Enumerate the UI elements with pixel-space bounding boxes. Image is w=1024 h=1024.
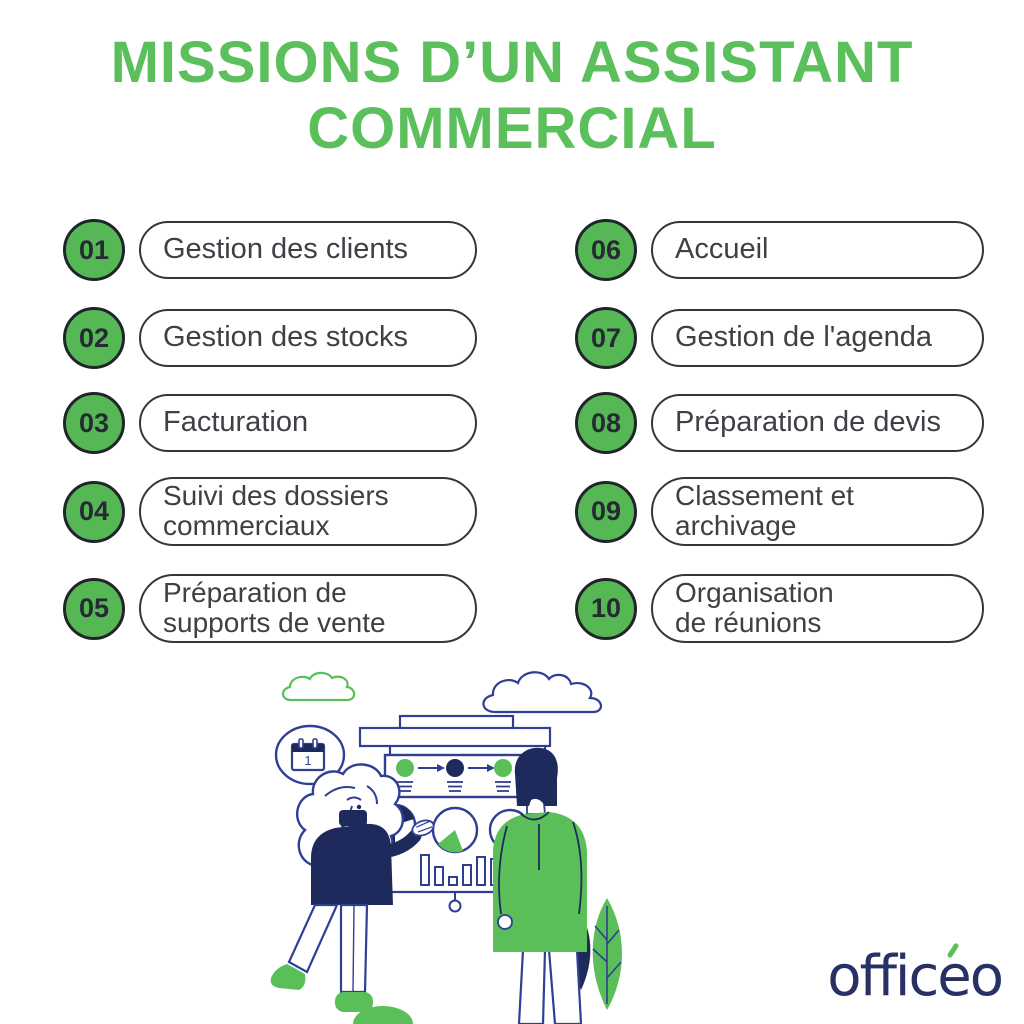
mission-pill: Facturation (139, 394, 477, 452)
mission-label-line2: supports de vente (163, 606, 386, 638)
illustration-teamwork: 1 (270, 671, 622, 1024)
mission-item-06: 06 Accueil (575, 219, 984, 281)
mission-number-badge: 01 (63, 219, 125, 281)
mission-item-05: 05 Préparation de supports de vente (63, 574, 477, 643)
mission-label: Organisation (675, 576, 834, 608)
mission-number-badge: 08 (575, 392, 637, 454)
mission-number-badge: 05 (63, 577, 125, 640)
mission-number-badge: 06 (575, 219, 637, 281)
mission-pill: Organisation de réunions (651, 574, 984, 643)
mission-number-badge: 09 (575, 480, 637, 543)
mission-label: Gestion de l'agenda (675, 320, 933, 353)
mission-pill: Gestion de l'agenda (651, 309, 984, 367)
page-title: MISSIONS D’UN ASSISTANT COMMERCIAL (0, 30, 1024, 162)
mission-item-08: 08 Préparation de devis (575, 392, 984, 454)
mission-label-line2: de réunions (675, 606, 822, 638)
mission-item-02: 02 Gestion des stocks (63, 307, 477, 369)
mission-number-badge: 02 (63, 307, 125, 369)
mission-label: Classement et (675, 479, 854, 511)
logo-text-before: offic (827, 944, 939, 1009)
mission-pill: Classement et archivage (651, 477, 984, 546)
mission-number-badge: 10 (575, 577, 637, 640)
mission-label: Gestion des clients (163, 232, 409, 265)
mission-pill: Gestion des clients (139, 221, 477, 279)
mission-number-badge: 03 (63, 392, 125, 454)
mission-label-line2: commerciaux (163, 509, 330, 541)
mission-label: Gestion des stocks (163, 320, 408, 353)
mission-label: Facturation (163, 405, 309, 438)
officeo-logo: offic e o (827, 942, 1004, 1009)
mission-item-04: 04 Suivi des dossiers commerciaux (63, 477, 477, 546)
mission-pill: Préparation de devis (651, 394, 984, 452)
mission-label-line2: archivage (675, 509, 797, 541)
mission-label: Préparation de devis (675, 405, 941, 438)
mission-pill: Suivi des dossiers commerciaux (139, 477, 477, 546)
mission-label: Accueil (675, 232, 769, 265)
woman-figure (270, 763, 435, 1024)
navy-cloud-icon (482, 671, 602, 714)
speech-bubble-calendar-icon: 1 (274, 724, 348, 793)
logo-text-after: o (969, 944, 1004, 1009)
mission-item-03: 03 Facturation (63, 392, 477, 454)
page-title-line1: MISSIONS D’UN ASSISTANT (110, 30, 914, 95)
mission-label: Suivi des dossiers (163, 479, 389, 511)
mission-number-badge: 04 (63, 480, 125, 543)
calendar-day-number: 1 (304, 753, 311, 768)
page-title-line2: COMMERCIAL (307, 96, 717, 161)
mission-pill: Gestion des stocks (139, 309, 477, 367)
flow-diagram-icon (396, 759, 512, 792)
mission-item-09: 09 Classement et archivage (575, 477, 984, 546)
mission-pill: Accueil (651, 221, 984, 279)
mission-number-badge: 07 (575, 307, 637, 369)
mission-item-01: 01 Gestion des clients (63, 219, 477, 281)
man-figure (493, 747, 587, 1024)
green-cloud-icon (281, 671, 356, 702)
mission-label: Préparation de (163, 576, 347, 608)
mission-item-07: 07 Gestion de l'agenda (575, 307, 984, 369)
mission-pill: Préparation de supports de vente (139, 574, 477, 643)
mission-item-10: 10 Organisation de réunions (575, 574, 984, 643)
logo-accented-letter: e (937, 942, 972, 1009)
